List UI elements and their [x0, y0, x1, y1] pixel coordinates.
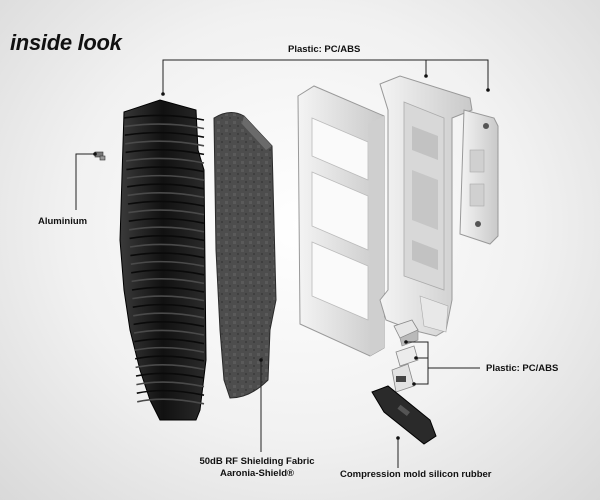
heatsink-fin	[134, 346, 205, 353]
heatsink-fin	[129, 243, 205, 250]
leader-top-bracket	[162, 59, 489, 94]
heatsink-fin	[137, 398, 205, 405]
heatsink-fin	[132, 295, 205, 302]
heatsink-fin	[135, 364, 205, 371]
leader-right-bracket	[406, 341, 480, 369]
heatsink-fin	[129, 226, 205, 233]
heatsink-fin	[124, 131, 205, 138]
heatsink-fin	[127, 183, 205, 190]
label-fabric: 50dB RF Shielding Fabric Aaronia-Shield®	[192, 456, 322, 480]
label-aluminium: Aluminium	[38, 216, 88, 227]
aluminium-heatsink	[119, 99, 207, 421]
leader-dots	[93, 74, 490, 440]
heatsink-fin	[136, 381, 205, 388]
rf-shielding-fabric	[213, 112, 277, 399]
heatsink-fin	[126, 166, 205, 173]
diagram-title: inside look	[10, 30, 122, 55]
heatsink-fin	[127, 200, 205, 207]
heatsink-fin	[131, 269, 205, 276]
silicone-rubber-part	[371, 385, 437, 445]
plastic-small-parts	[391, 319, 419, 393]
leader-aluminium	[75, 153, 95, 210]
label-fabric-line1: 50dB RF Shielding Fabric	[199, 456, 315, 467]
heatsink-fin	[133, 329, 205, 336]
heatsink-fin	[125, 149, 205, 156]
heatsink-fin	[130, 252, 205, 259]
heatsink-fin	[133, 312, 205, 319]
plastic-chassis	[379, 75, 473, 337]
heatsink-fin	[127, 192, 205, 199]
heatsink-fin	[128, 217, 205, 224]
heatsink-fin	[126, 174, 205, 181]
heatsink-fin	[125, 140, 205, 147]
plastic-back-plate	[459, 109, 499, 245]
label-silicone: Compression mold silicon rubber	[340, 469, 492, 480]
heatsink-fin	[135, 372, 205, 379]
heatsink-fin	[125, 157, 205, 164]
heatsink-fin	[130, 260, 205, 267]
heatsink-fin	[128, 209, 205, 216]
label-fabric-line2: Aaronia-Shield®	[219, 468, 295, 479]
heatsink-fin	[123, 114, 205, 121]
heatsink-fin	[129, 235, 205, 242]
heatsink-fin	[134, 338, 205, 345]
heatsink-fin	[133, 321, 205, 328]
heatsink-fin	[124, 123, 205, 130]
heatsink-fin	[131, 278, 205, 285]
leader-lines	[75, 59, 489, 468]
label-plastic-top: Plastic: PC/ABS	[288, 44, 361, 55]
heatsink-fin	[131, 286, 205, 293]
heatsink-fin	[135, 355, 205, 362]
heatsink-fin	[132, 303, 205, 310]
plastic-frame	[297, 85, 385, 357]
leader-right-low	[414, 368, 429, 385]
heatsink-fin	[136, 389, 205, 396]
label-plastic-right: Plastic: PC/ABS	[486, 363, 559, 374]
